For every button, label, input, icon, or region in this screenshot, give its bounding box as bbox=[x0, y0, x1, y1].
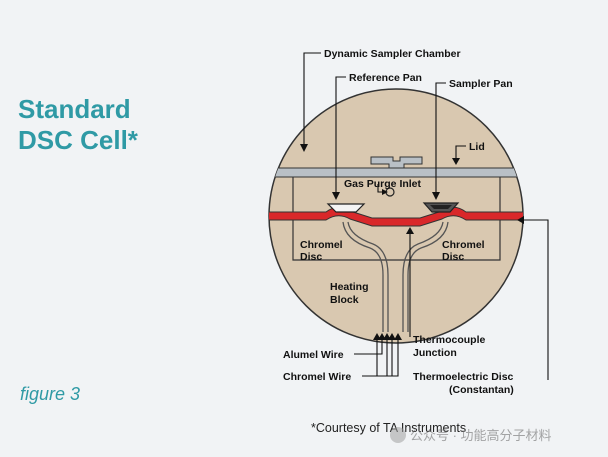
courtesy-note: *Courtesy of TA Instruments bbox=[311, 421, 467, 435]
label-heating-block-1: Heating bbox=[330, 281, 369, 293]
figure-label: figure 3 bbox=[20, 384, 81, 404]
leader-thermoelectric bbox=[522, 219, 549, 380]
label-reference-pan: Reference Pan bbox=[349, 72, 422, 84]
wechat-icon bbox=[390, 426, 406, 443]
label-lid: Lid bbox=[469, 141, 485, 153]
label-chromel-disc-right-1: Chromel bbox=[442, 239, 485, 251]
label-sampler-pan: Sampler Pan bbox=[449, 78, 513, 90]
leader-lid bbox=[455, 145, 466, 159]
lid-knob bbox=[370, 156, 423, 169]
label-gas-purge-inlet: Gas Purge Inlet bbox=[344, 178, 422, 190]
leader-lines bbox=[303, 52, 549, 380]
leader-gas-purge bbox=[377, 184, 383, 193]
arrowheads bbox=[300, 144, 524, 340]
label-thermocouple-1: Thermocouple bbox=[413, 334, 486, 346]
leader-alumel bbox=[354, 338, 383, 355]
reference-pan bbox=[326, 203, 366, 213]
label-chromel-disc-left-1: Chromel bbox=[300, 239, 343, 251]
leader-dynamic-chamber bbox=[303, 52, 321, 146]
label-alumel-wire: Alumel Wire bbox=[283, 349, 344, 361]
page-title: Standard DSC Cell* bbox=[18, 94, 138, 156]
leader-chromel bbox=[362, 338, 399, 377]
lid-plate bbox=[269, 167, 523, 178]
title-line-2: DSC Cell* bbox=[18, 125, 138, 155]
label-chromel-disc-left-2: Disc bbox=[300, 251, 322, 263]
watermark: 公众号 · 功能高分子材料 bbox=[390, 425, 552, 444]
label-chromel-disc-right-2: Disc bbox=[442, 251, 464, 263]
label-chromel-wire: Chromel Wire bbox=[283, 371, 351, 383]
label-thermoelectric-2: (Constantan) bbox=[449, 384, 514, 396]
label-thermoelectric-1: Thermoelectric Disc bbox=[413, 371, 514, 383]
watermark-text: 公众号 · 功能高分子材料 bbox=[410, 428, 552, 443]
thermocouple-wires bbox=[342, 221, 449, 332]
title-line-1: Standard bbox=[18, 94, 131, 124]
sample-material bbox=[430, 205, 452, 209]
label-heating-block-2: Block bbox=[330, 294, 359, 306]
label-thermocouple-2: Junction bbox=[413, 347, 457, 359]
leader-reference-pan bbox=[335, 76, 346, 194]
label-dynamic-sampler-chamber: Dynamic Sampler Chamber bbox=[324, 48, 461, 60]
leader-sampler-pan bbox=[435, 82, 446, 194]
